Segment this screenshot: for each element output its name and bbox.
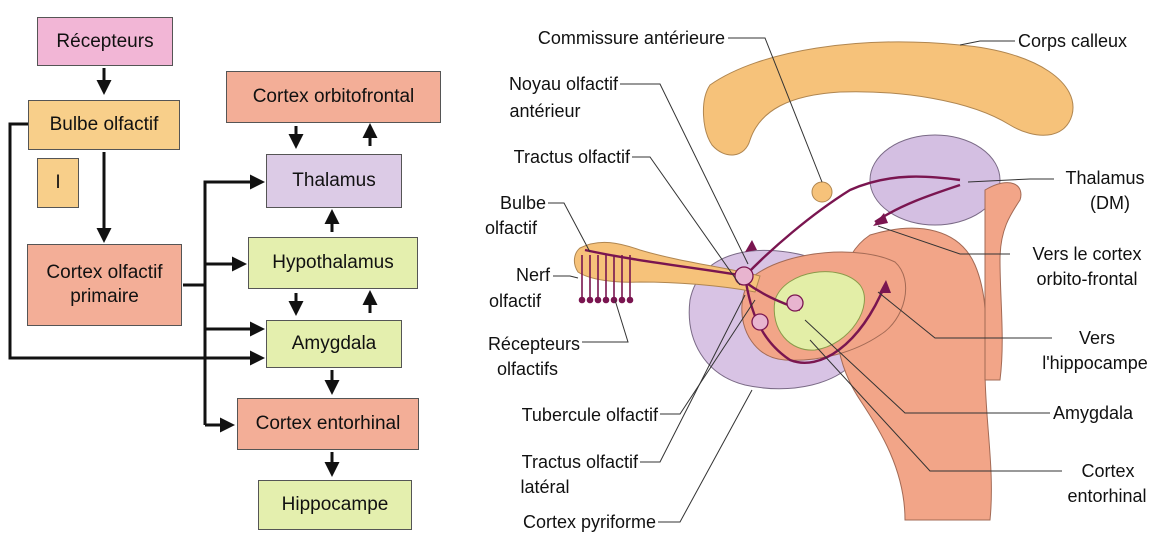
label-thalamus-1: Thalamus xyxy=(1055,167,1155,189)
label-piriform: Cortex pyriforme xyxy=(470,511,656,533)
label-thalamus-2: (DM) xyxy=(1060,192,1160,214)
label-entorhinal-2: entorhinal xyxy=(1052,485,1162,507)
label-anterior-nucleus-1: Noyau olfactif xyxy=(470,73,618,95)
arrowhead-to-commissure xyxy=(745,240,757,252)
label-entorhinal-1: Cortex xyxy=(1058,460,1158,482)
label-bulb-2: olfactif xyxy=(476,217,546,239)
label-bulb-1: Bulbe xyxy=(470,192,546,214)
thalamus-shape xyxy=(870,135,1000,225)
anterior-commissure-shape xyxy=(812,182,832,202)
label-anterior-nucleus-2: antérieur xyxy=(490,100,600,122)
label-receptors-1: Récepteurs xyxy=(470,333,580,355)
label-nerve-2: olfactif xyxy=(480,290,550,312)
label-to-orbitofrontal-1: Vers le cortex xyxy=(1012,243,1162,265)
label-to-hippocampus-1: Vers xyxy=(1042,327,1152,349)
label-to-hippocampus-2: l'hippocampe xyxy=(1030,352,1160,374)
label-amygdala: Amygdala xyxy=(1053,402,1133,424)
label-nerve-1: Nerf xyxy=(470,264,550,286)
label-lateral-tract-2: latéral xyxy=(505,476,585,498)
label-receptors-2: olfactifs xyxy=(485,358,570,380)
label-corpus-callosum: Corps calleux xyxy=(1018,30,1127,52)
label-lateral-tract-1: Tractus olfactif xyxy=(470,451,638,473)
label-olfactory-tract: Tractus olfactif xyxy=(470,146,630,168)
corpus-callosum-shape xyxy=(703,42,1073,155)
label-to-orbitofrontal-2: orbito-frontal xyxy=(1012,268,1162,290)
label-commissure: Commissure antérieure xyxy=(470,27,725,49)
label-tubercle: Tubercule olfactif xyxy=(470,404,658,426)
